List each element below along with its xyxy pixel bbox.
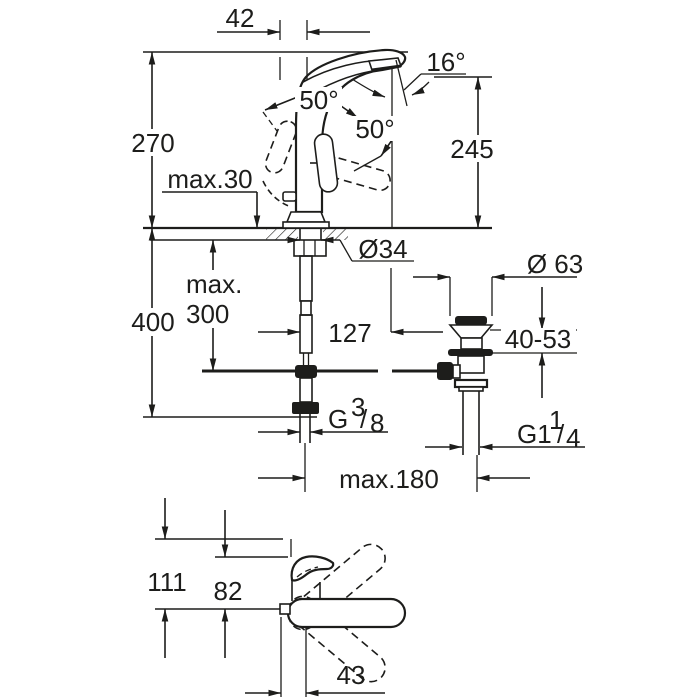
waste-band <box>458 386 484 392</box>
supply-fitting-nut <box>292 402 319 414</box>
flex-hose-segment <box>299 314 313 354</box>
base-plate <box>282 221 330 229</box>
aerator-face <box>371 64 402 72</box>
thread-g: G <box>328 404 348 434</box>
dim-127 <box>258 268 443 336</box>
label-bg <box>145 569 190 595</box>
waste-seal-ring <box>448 349 493 356</box>
dim-127-label: 127 <box>328 318 371 348</box>
dim-16deg <box>351 73 466 98</box>
dim-o34 <box>150 236 414 262</box>
waste-rod-knob <box>437 362 453 380</box>
pop-up-knob-plan <box>279 603 291 615</box>
label-bg <box>352 116 396 141</box>
lever-swing-arc-dashed <box>262 180 292 208</box>
supply-assembly <box>292 228 327 443</box>
deck-section <box>266 228 348 240</box>
deck-hatch-left <box>266 228 298 240</box>
basin-waste <box>437 316 494 455</box>
waste-plug <box>455 316 487 325</box>
thread-numerator: 3 <box>351 392 365 422</box>
dim-o63 <box>413 273 577 316</box>
labels: 42 50° 50° 16° 270 max.30 245 400 max. 3… <box>126 3 583 690</box>
dim-16deg-label: 16° <box>426 47 465 77</box>
handle-lifted-dashed <box>264 120 298 174</box>
dim-o63-label: Ø 63 <box>527 249 583 279</box>
dim-max30-label: max.30 <box>167 164 252 194</box>
spout-swivel-dashed-up <box>288 543 386 631</box>
handle-plan <box>290 555 335 582</box>
dim-82-label: 82 <box>214 576 243 606</box>
label-bg <box>501 328 576 352</box>
label-bg <box>211 578 247 604</box>
waste-collar <box>453 378 489 389</box>
dim-50deg-lower-label: 50° <box>355 114 394 144</box>
dim-111-label: 111 <box>147 567 187 597</box>
thread-denominator: 8 <box>370 408 384 438</box>
pop-up-rod-knob <box>282 191 297 202</box>
hose-connector <box>300 300 312 316</box>
waste-body <box>457 355 485 374</box>
thread-g: G1 <box>517 419 552 449</box>
mounting-nut <box>293 239 327 257</box>
angle-leg <box>380 139 393 157</box>
thread-numerator: 1 <box>549 405 563 435</box>
angle-leg-line <box>353 155 382 172</box>
label-bg <box>295 87 342 112</box>
waste-neck <box>460 337 483 350</box>
waste-rod-plate <box>452 364 461 379</box>
dim-max180 <box>258 443 530 492</box>
leader-line <box>339 239 353 262</box>
dim-43-label: 43 <box>337 660 366 690</box>
dim-40-53-label: 40-53 <box>505 324 572 354</box>
escutcheon <box>285 211 327 223</box>
dim-g114-label: G11/4 <box>517 405 580 453</box>
dim-max30 <box>162 191 261 228</box>
thread-slash: / <box>557 419 565 449</box>
angle-arc-left <box>351 78 386 98</box>
dim-50deg-lower <box>353 139 393 172</box>
spout-swivel-dashed-down <box>288 595 386 683</box>
thread-denominator: 4 <box>566 423 580 453</box>
dim-o34-label: Ø34 <box>358 234 407 264</box>
dim-max300-label-line1: max. <box>186 269 242 299</box>
dim-max180-label: max.180 <box>339 464 439 494</box>
label-bg <box>445 135 499 162</box>
angle-leg <box>264 95 301 111</box>
spout-plan <box>286 597 407 629</box>
dim-270-label: 270 <box>131 128 174 158</box>
aerator-axis-line <box>395 59 408 107</box>
handle-plan-dashed-edge <box>296 566 319 578</box>
waste-flange <box>448 324 494 339</box>
angle-leg-dashed <box>262 111 278 132</box>
flex-hose-segment <box>299 255 313 302</box>
dim-max300-label-line2: 300 <box>186 299 229 329</box>
thread-slash: / <box>360 404 368 434</box>
plan-view <box>155 498 407 697</box>
dim-245-label: 245 <box>450 134 493 164</box>
deck-hatch-right <box>323 228 348 240</box>
leader-line <box>403 73 422 91</box>
dim-400-label: 400 <box>131 307 174 337</box>
angle-arc-right <box>411 81 430 96</box>
label-bg <box>126 308 180 336</box>
flex-hose-segment <box>299 377 313 403</box>
dim-50deg-upper-label: 50° <box>299 85 338 115</box>
handle-lever <box>313 133 339 193</box>
label-bg <box>127 129 180 156</box>
dim-42 <box>217 20 370 80</box>
dim-43 <box>245 617 385 697</box>
dim-42-label: 42 <box>226 3 255 33</box>
label-bg <box>183 270 251 328</box>
